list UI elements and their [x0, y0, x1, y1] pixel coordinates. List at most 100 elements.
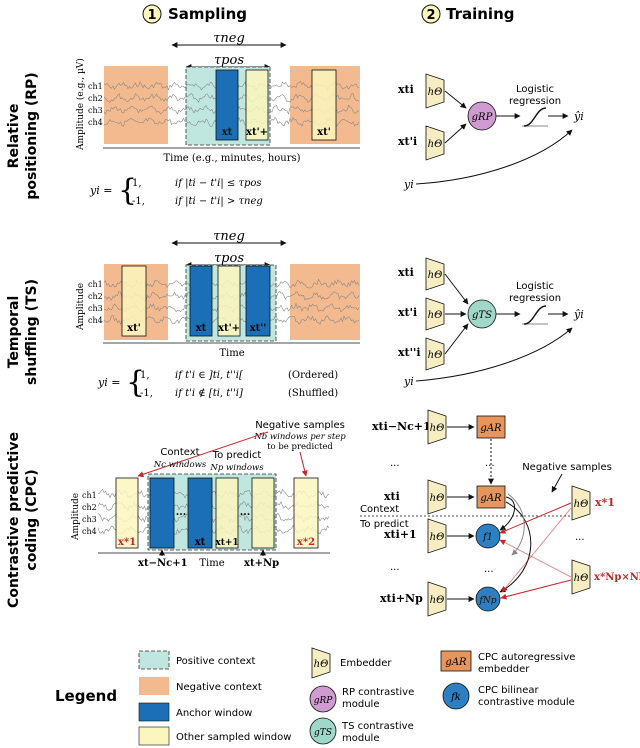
- cpc-dots-3: ...: [390, 562, 400, 573]
- svg-text:hΘ: hΘ: [430, 423, 445, 434]
- svg-text:hΘ: hΘ: [428, 87, 443, 98]
- svg-text:gRP: gRP: [472, 112, 493, 123]
- rp-neg-window: [311, 69, 337, 141]
- training-title: Training: [446, 5, 514, 23]
- rp-y: yi: [403, 178, 414, 191]
- rp-logistic: Logistic: [516, 84, 554, 95]
- ts-train-in3: xt''i: [398, 346, 421, 359]
- cpc-ch4: ch4: [82, 527, 97, 536]
- cpc-neg-sub2: to be predicted: [267, 442, 333, 452]
- rp-training: xti hΘ xt'i hΘ gRP Logistic regression ŷ…: [398, 73, 584, 191]
- cpc-train-neg2: x*Np×Nb: [594, 572, 640, 583]
- ts-ch2: ch2: [88, 292, 103, 301]
- cpc-train-in1: xti−Nc+1: [372, 420, 431, 433]
- cpc-train-context: Context: [360, 504, 399, 515]
- cpc-train-neg1: x*1: [595, 496, 615, 509]
- cpc-predict-window-1: [215, 477, 239, 549]
- rp-ch4: ch4: [88, 118, 103, 127]
- rp-eq-c2-val: -1,: [132, 196, 145, 207]
- ts-ylabel: Amplitude: [76, 283, 86, 331]
- ts-embedder-2: [425, 297, 445, 331]
- svg-text:Temporal: Temporal: [6, 296, 22, 369]
- legend-neg: Negative context: [176, 682, 262, 693]
- legend-other: Other sampled window: [176, 732, 291, 743]
- legend-ts-1: TS contrastive: [341, 721, 414, 732]
- legend-pos-swatch: [138, 650, 170, 670]
- rp-ch3: ch3: [88, 106, 103, 115]
- rp-eq-c2-cond: if |ti − t'i| > τneg: [175, 196, 263, 207]
- rp-sigmoid-icon: [523, 107, 547, 127]
- cpc-to-predict: To predict: [212, 450, 262, 461]
- sampling-number-badge: [142, 4, 162, 24]
- legend-title: Legend: [55, 687, 117, 705]
- rp-tau-pos: τpos: [214, 53, 244, 68]
- ts-neg-label: xt': [127, 323, 141, 334]
- rp-eq-lhs: yi =: [89, 184, 112, 197]
- cpc-context-window-2: [187, 477, 213, 549]
- ts-training: xti hΘ xt'i hΘ xt''i hΘ gTS Logistic reg…: [398, 257, 584, 388]
- training-number: 2: [426, 8, 435, 23]
- svg-text:hΘ: hΘ: [428, 310, 443, 321]
- svg-text:Contrastive predictive: Contrastive predictive: [6, 432, 22, 608]
- cpc-predict-ellipsis: ...: [240, 507, 250, 518]
- cpc-f1: [475, 523, 501, 549]
- ts-tau-pos: τpos: [214, 251, 244, 266]
- cpc-dots-5: ...: [575, 532, 585, 543]
- ts-eq-c1-val: 1,: [140, 370, 150, 381]
- legend-ts-2: module: [342, 733, 379, 744]
- cpc-train-predict: To predict: [359, 519, 409, 530]
- cpc-predict-window-2: [251, 477, 275, 549]
- rp-eq-c1-val: 1,: [132, 178, 142, 189]
- cpc-context-ellipsis: ...: [176, 507, 186, 518]
- ts-sampling: τneg τpos Amplitude Time ch1 ch2 ch3 ch4…: [76, 229, 360, 400]
- rp-yhat: ŷi: [573, 110, 584, 123]
- svg-text:fk: fk: [450, 692, 461, 703]
- ts-anchor-label: xt: [196, 323, 207, 334]
- cpc-neg2-label: x*2: [297, 537, 315, 548]
- legend-ts-icon: [309, 717, 337, 745]
- rp-neg-context-left: [104, 66, 168, 144]
- cpc-training: xti−Nc+1 hΘ gAR ... ... xti hΘ gAR Conte…: [359, 409, 640, 617]
- legend-embedder: Embedder: [340, 658, 392, 669]
- ts-anchor2-label: xt'': [250, 323, 267, 334]
- rp-sampling: τneg τpos Amplitude (e.g., µV) Time (e.g…: [75, 31, 360, 208]
- cpc-train-in3: xti+1: [384, 528, 417, 541]
- row-label-cpc: Contrastive predictive coding (CPC): [6, 432, 40, 608]
- ts-embedder-1: [425, 257, 445, 291]
- legend-gar-1: CPC autoregressive: [478, 652, 575, 663]
- rp-anchor-label: xt: [222, 127, 233, 138]
- cpc-context-window-1: [149, 477, 175, 549]
- cpc-ch2: ch2: [82, 503, 97, 512]
- cpc-embedder-2: [427, 479, 447, 515]
- rp-ch1: ch1: [88, 82, 103, 91]
- svg-text:shuffling (TS): shuffling (TS): [24, 279, 40, 385]
- cpc-xlabel: Time: [199, 558, 224, 569]
- svg-text:gRP: gRP: [314, 696, 334, 706]
- ts-sigmoid-icon: [523, 305, 547, 325]
- rp-pos-window: [245, 69, 269, 141]
- rp-regression: regression: [509, 96, 561, 107]
- sampling-number: 1: [147, 8, 156, 23]
- cpc-ylabel: Amplitude: [71, 493, 81, 541]
- header: 1 Sampling 2 Training: [142, 4, 514, 24]
- svg-text:hΘ: hΘ: [430, 532, 445, 543]
- svg-text:hΘ: hΘ: [574, 499, 589, 510]
- ts-y: yi: [403, 375, 414, 388]
- legend-rp-icon: [309, 685, 337, 713]
- cpc-neg-window-1: [115, 477, 139, 549]
- ts-embedder-3: [425, 337, 445, 371]
- ts-ch3: ch3: [88, 304, 103, 313]
- ts-train-in1: xti: [398, 266, 414, 279]
- cpc-train-in4: xti+Np: [380, 592, 423, 605]
- rp-ch2: ch2: [88, 94, 103, 103]
- ts-pos-label: xt'+: [218, 323, 240, 334]
- cpc-neg-window-2: [293, 477, 319, 549]
- svg-text:hΘ: hΘ: [574, 573, 589, 584]
- cpc-dots-4: ...: [484, 564, 494, 575]
- cpc-end-label: xt+Np: [244, 558, 279, 569]
- legend-gar-2: embedder: [478, 664, 530, 675]
- svg-text:f1: f1: [482, 532, 493, 543]
- ts-train-in2: xt'i: [398, 306, 417, 319]
- legend-rp-1: RP contrastive: [342, 687, 414, 698]
